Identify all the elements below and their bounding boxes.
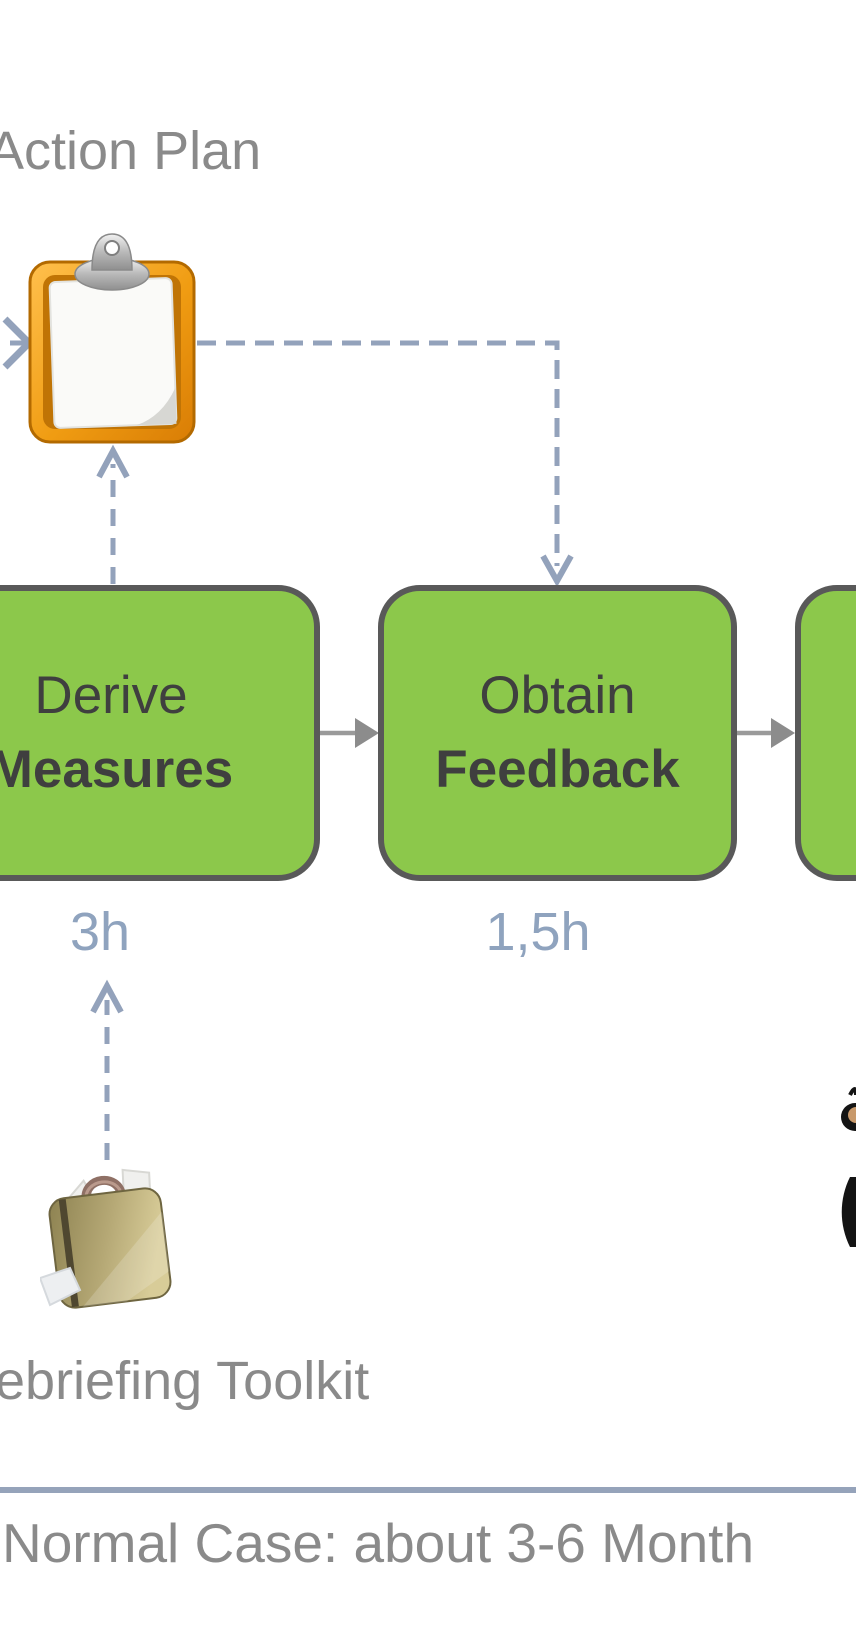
arrow-feedback-to-next <box>737 718 795 748</box>
divider-line <box>0 1487 856 1493</box>
briefcase-icon <box>40 1168 172 1309</box>
dashed-connector-toolkit-to-measures <box>90 979 124 1160</box>
clipboard-icon <box>28 233 196 444</box>
step-label-line2: Feedback <box>435 740 680 799</box>
step-label-line2: Measures <box>0 740 234 799</box>
step-label-line1: Obtain <box>479 666 636 725</box>
footer-note: Normal Case: about 3-6 Month <box>2 1512 755 1574</box>
step-box-obtain-feedback: Obtain Feedback <box>378 585 737 881</box>
arrow-measures-to-feedback <box>320 718 379 748</box>
dashed-connector-measures-to-clipboard <box>96 444 130 584</box>
step-box-derive-measures: Derive Measures <box>0 585 320 881</box>
dashed-connector-clipboard-to-feedback <box>197 340 574 588</box>
action-plan-label: Action Plan <box>0 121 262 181</box>
step-box-next-partial <box>795 585 856 881</box>
step-label-line1: Derive <box>34 666 188 725</box>
duration-label-derive-measures: 3h <box>69 902 131 962</box>
duration-label-obtain-feedback: 1,5h <box>485 902 591 962</box>
person-icon <box>841 1087 856 1247</box>
toolkit-label: ebriefing Toolkit <box>0 1351 370 1411</box>
